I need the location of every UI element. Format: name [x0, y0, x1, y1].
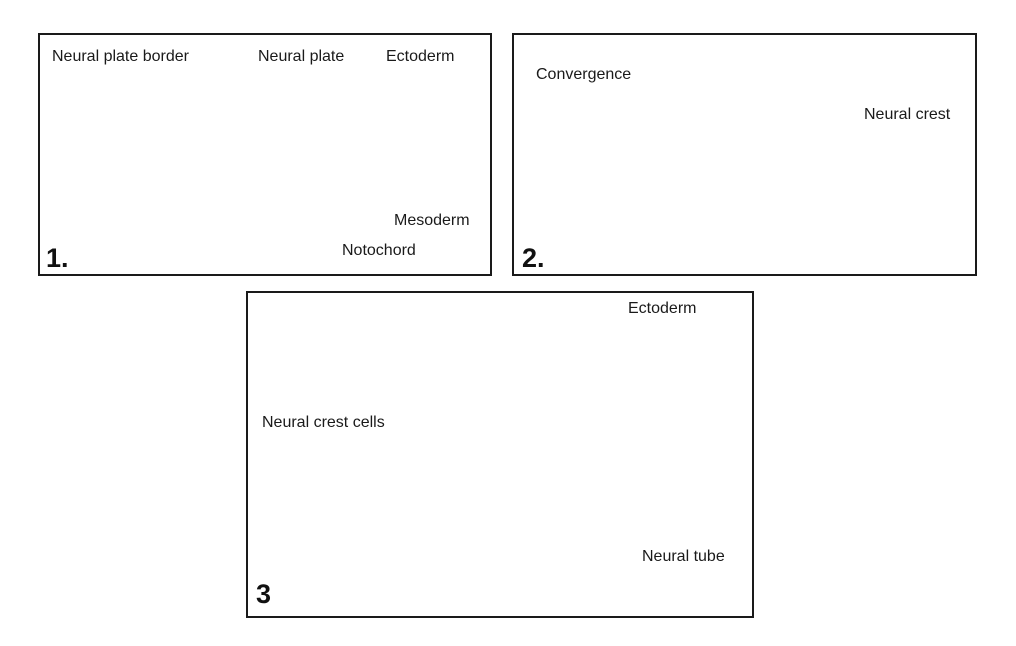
label-ectoderm-3: Ectoderm — [628, 300, 697, 317]
label-convergence: Convergence — [536, 66, 632, 83]
panel-3 — [246, 291, 754, 618]
panel-number-3: 3 — [256, 579, 272, 609]
panel-2 — [512, 33, 977, 276]
label-neural-plate-border: Neural plate border — [52, 48, 189, 65]
label-neural-crest-cells: Neural crest cells — [262, 414, 385, 431]
label-neural-crest: Neural crest — [864, 106, 951, 123]
panel-1 — [38, 33, 492, 276]
label-ectoderm-1: Ectoderm — [386, 48, 455, 65]
panel-number-2: 2. — [522, 243, 545, 273]
label-neural-tube: Neural tube — [642, 548, 725, 565]
label-notochord: Notochord — [342, 242, 416, 259]
panel-number-1: 1. — [46, 243, 69, 273]
label-neural-plate: Neural plate — [258, 48, 345, 65]
label-mesoderm: Mesoderm — [394, 212, 470, 229]
